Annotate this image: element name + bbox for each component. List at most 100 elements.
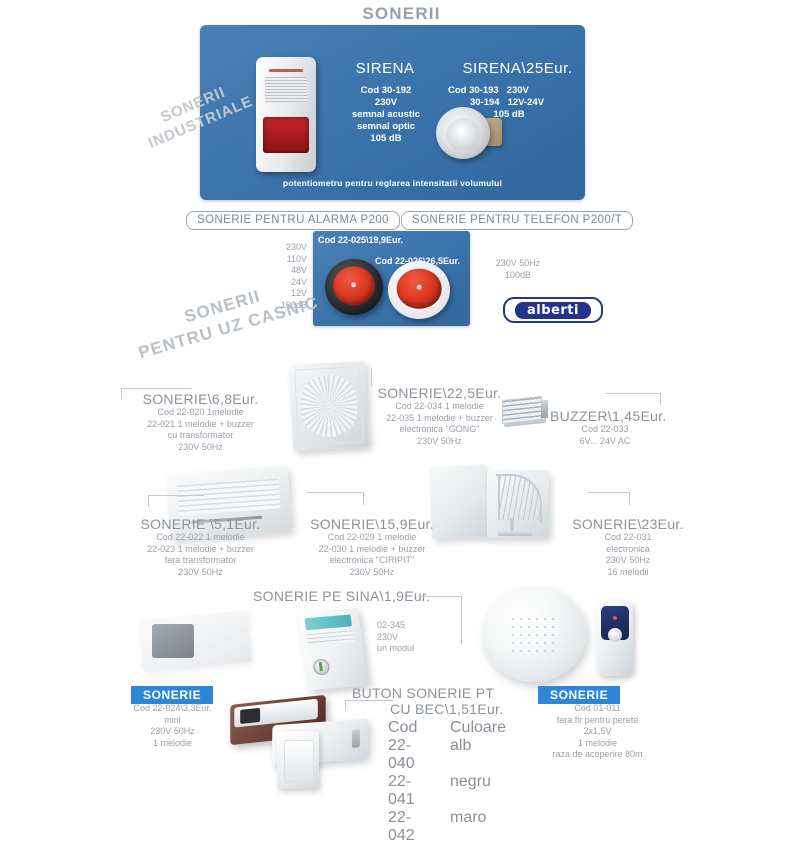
product-sonerie-22-5-line-2: 22-035 1 melodie + buzzer	[386, 412, 493, 423]
product-mini-line-3: 230V 50Hz	[150, 726, 195, 736]
p200-left-spec-4: 24V	[290, 276, 307, 287]
sirena-right-volt-2: 12V-24V	[507, 97, 545, 108]
alarm-bell-black-image	[325, 259, 383, 315]
product-sonerie-15-9-title: SONERIE\15,9Eur.	[310, 516, 434, 532]
product-buzzer-1-45: BUZZER\1,45Eur. Cod 22-033 6V... 24V AC	[550, 408, 730, 447]
sirena-left-line-1: Cod 30-192	[360, 85, 412, 96]
wireless-bell-image	[482, 586, 586, 682]
product-sonerie-5-1-line-4: 230V 50Hz	[178, 566, 223, 577]
product-wireless-line-5: raza de acoperire 80m	[552, 749, 643, 759]
product-sonerie-6-8: SONERIE\6,8Eur. Cod 22-020 1melodie 22-0…	[108, 391, 293, 453]
leader-line-sonerie-22-5	[371, 368, 373, 386]
sirena-right-code-1: Cod 30-193	[448, 85, 499, 96]
remote-led-icon	[613, 616, 617, 620]
buton-title-line-1: BUTON SONERIE PT	[352, 685, 495, 701]
industrial-footer-note: potentiometru pentru reglarea intensitat…	[282, 178, 503, 188]
buton-color-table: Cod Culoare 22-040 alb 22-041 negru 22-0…	[388, 719, 518, 845]
header-sonerie-telefon-p200t: SONERIE PENTRU TELEFON P200/T	[401, 211, 634, 230]
leader-line-sina-v	[461, 596, 462, 644]
product-sonerie-6-8-line-2: 22-021 1 melodie + buzzer	[147, 418, 254, 429]
remote-push-button[interactable]	[608, 628, 622, 642]
leader-line-sonerie-23-h	[588, 492, 630, 493]
wireless-remote-image	[597, 600, 633, 676]
product-sonerie-5-1-line-3: fara transformator	[164, 555, 237, 565]
product-sonerie-15-9-line-4: 230V 50Hz	[349, 566, 395, 577]
remote-faceplate	[601, 606, 629, 642]
buton-switch-plate-image	[277, 731, 319, 789]
product-sina-specs: 02-345 230V un modul	[377, 620, 467, 655]
product-sonerie-6-8-line-3: cu transformator	[167, 430, 234, 440]
product-sonerie-22-5-line-1: Cod 22-034 1 melodie	[395, 401, 484, 411]
casnic-diagonal-label: SONERII PENTRU UZ CASNIC	[130, 271, 321, 365]
product-buzzer-line-1: Cod 22-033	[581, 424, 629, 434]
sirena-right-volt-1: 230V	[506, 85, 529, 96]
wireless-bell-dots	[509, 614, 557, 654]
product-mini-line-2: mini	[164, 714, 181, 725]
product-wireless-line-3: 2x1,5V	[583, 726, 612, 736]
badge-sonerie-mini: SONERIE	[131, 686, 214, 704]
sonerie-box-ribs	[176, 478, 281, 516]
harp-stand	[510, 518, 514, 532]
leader-line-sonerie-15-9-v	[363, 492, 364, 505]
product-sonerie-22-5-title: SONERIE\22,5Eur.	[377, 385, 502, 401]
horn-inner-cone	[446, 118, 480, 151]
product-wireless-line-1: Cod 01-011	[574, 703, 621, 713]
product-sonerie-23-title: SONERIE\23Eur.	[572, 516, 684, 532]
siren-device-image	[256, 57, 316, 172]
catalog-page: SONERII SIRENA Cod 30-192 230V semnal ac…	[0, 0, 803, 786]
harp-icon	[492, 474, 548, 538]
product-mini-line-4: 1 melodie	[152, 737, 193, 748]
buton-row-1-culoare: alb	[450, 737, 472, 754]
product-sonerie-5-1-line-1: Cod 22-022 1 melodie	[156, 532, 245, 542]
harp-arc	[496, 474, 542, 522]
product-sonerie-23-line-1: Cod 22-031	[604, 532, 652, 542]
horn-speaker-image	[436, 105, 504, 161]
p200-left-spec-6: 100dB	[280, 299, 307, 310]
alarm-bell-black-dome	[333, 266, 375, 306]
gong-plate-image	[288, 361, 370, 451]
alberti-logo-text: alberti	[515, 301, 591, 319]
industrial-sirens-panel: SIRENA Cod 30-192 230V semnal acustic se…	[200, 25, 585, 200]
product-sonerie-6-8-title: SONERIE\6,8Eur.	[142, 391, 259, 407]
buton-rocker	[284, 740, 314, 782]
product-sonerie-5-1-title: SONERIE \5,1Eur.	[140, 516, 261, 532]
product-sonerie-22-5-line-3: electronica "GONG"	[399, 424, 480, 434]
p200-right-spec-1: 230V 50Hz	[495, 258, 541, 268]
buton-table-header-cod: Cod	[388, 719, 418, 736]
sirena-left-line-2: 230V	[374, 97, 398, 108]
leader-line-buzzer-h	[605, 393, 661, 394]
leader-line-sonerie-5-1-h	[148, 495, 204, 496]
p200-left-specs: 230V 110V 48V 24V 12V 100dB	[255, 242, 307, 311]
product-sina-line-1: 02-345	[377, 620, 406, 630]
leader-line-buzzer-v	[660, 393, 661, 405]
product-sonerie-mini: Cod 22-024\3,3Eur. mini 230V 50Hz 1 melo…	[105, 703, 240, 749]
leader-line-buton-h	[345, 700, 393, 701]
product-sina-line-3: un modul	[377, 643, 415, 653]
p200-right-spec-2: 100dB	[504, 269, 532, 280]
product-sina-title: SONERIE PE SINA\1,9Eur.	[253, 588, 431, 604]
product-sonerie-22-5-line-4: 230V 50Hz	[417, 435, 462, 446]
alberti-logo: alberti	[503, 297, 603, 323]
leader-line-sonerie-15-9-h	[306, 492, 364, 493]
buton-row-2-cod: 22-041	[388, 773, 415, 808]
product-sonerie-23: SONERIE\23Eur. Cod 22-031 electronica 23…	[548, 516, 708, 578]
sirena-left-line-3: semnal acustic	[351, 109, 421, 120]
product-sonerie-22-5: SONERIE\22,5Eur. Cod 22-034 1 melodie 22…	[372, 385, 507, 447]
product-sonerie-6-8-line-4: 230V 50Hz	[178, 441, 223, 452]
harp-foot	[498, 531, 532, 536]
horn-cone	[436, 107, 490, 159]
badge-sonerie-mini-wrap: SONERIE	[131, 686, 214, 704]
alarm-bell-white-image	[388, 261, 450, 319]
p200-left-spec-2: 110V	[286, 253, 307, 264]
sirena-left-line-4: semnal optic	[356, 121, 416, 132]
p200-right-specs: 230V 50Hz 100dB	[478, 258, 558, 281]
p200-black-price: Cod 22-025\19,9Eur.	[318, 235, 404, 245]
badge-sonerie-wireless-wrap: SONERIE	[538, 686, 621, 704]
buton-row-3-cod: 22-042	[388, 809, 415, 844]
product-buzzer-line-2: 6V... 24V AC	[579, 435, 631, 446]
product-sonerie-5-1: SONERIE \5,1Eur. Cod 22-022 1 melodie 22…	[108, 516, 293, 578]
product-sonerie-23-line-2: electronica	[606, 543, 650, 554]
siren-red-lens	[263, 117, 309, 153]
p200-bells-panel: Cod 22-025\19,9Eur. Cod 22-026\26,5Eur.	[313, 231, 470, 326]
leader-line-sonerie-23-v	[629, 492, 630, 505]
